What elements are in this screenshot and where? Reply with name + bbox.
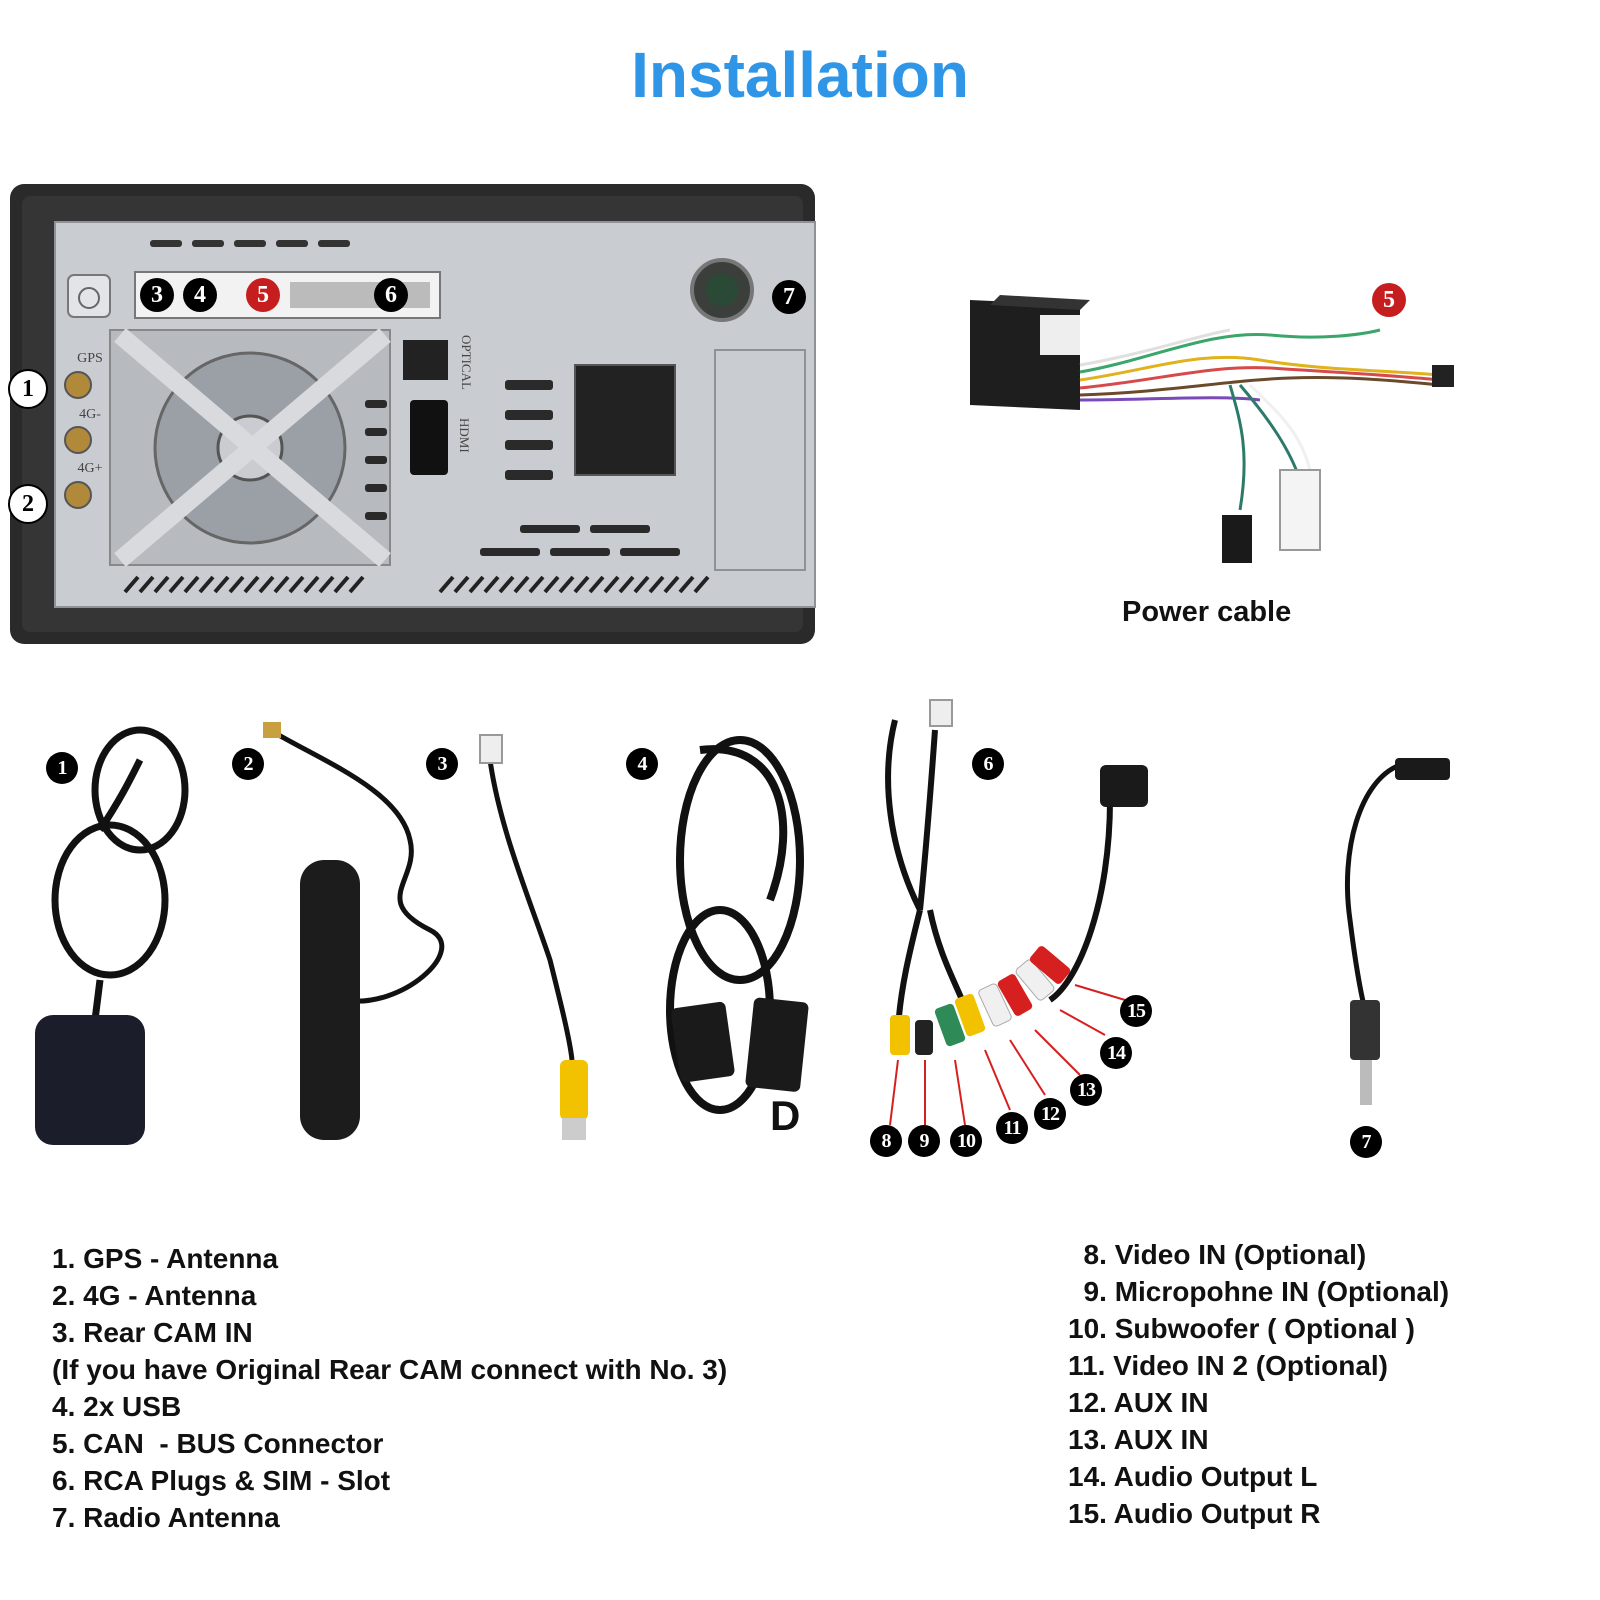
power-cable-callout-5: 5 <box>1372 283 1406 317</box>
head-unit-callout-5: 5 <box>246 278 280 312</box>
legend-item: 13. AUX IN <box>1068 1424 1209 1455</box>
legend-item: 12. AUX IN <box>1068 1387 1209 1418</box>
legend-item: 7. Radio Antenna <box>52 1502 280 1533</box>
rca-callout-13: 13 <box>1070 1074 1102 1106</box>
rca-callout-8: 8 <box>870 1125 902 1157</box>
accessory-callout-3: 3 <box>426 748 458 780</box>
power-cable-caption: Power cable <box>1122 596 1292 628</box>
rca-callout-9: 9 <box>908 1125 940 1157</box>
rca-callout-11: 11 <box>996 1112 1028 1144</box>
accessory-callout-6: 6 <box>972 748 1004 780</box>
legend-item: 5. CAN - BUS Connector <box>52 1428 384 1459</box>
legend-item: 2. 4G - Antenna <box>52 1280 257 1311</box>
legend-item: 10. Subwoofer ( Optional ) <box>1068 1313 1415 1344</box>
rca-callout-15: 15 <box>1120 995 1152 1027</box>
accessory-callout-7: 7 <box>1350 1126 1382 1158</box>
legend-right: 8. Video IN (Optional) 9. Micropohne IN … <box>1068 1236 1449 1532</box>
rca-callout-14: 14 <box>1100 1037 1132 1069</box>
head-unit-callout-7: 7 <box>772 280 806 314</box>
accessory-callout-1: 1 <box>46 752 78 784</box>
head-unit-callout-6: 6 <box>374 278 408 312</box>
optical-port-label: OPTICAL <box>459 335 474 390</box>
legend-item: (If you have Original Rear CAM connect w… <box>52 1354 728 1385</box>
legend-item: 3. Rear CAM IN <box>52 1317 253 1348</box>
accessory-callout-4: 4 <box>626 748 658 780</box>
rca-callout-10: 10 <box>950 1125 982 1157</box>
hdmi-port-label: HDMI <box>457 418 472 453</box>
legend-item: 4. 2x USB <box>52 1391 182 1422</box>
legend-item: 8. Video IN (Optional) <box>1068 1239 1367 1270</box>
4g-minus-port-label: 4G- <box>79 407 101 422</box>
legend-item: 6. RCA Plugs & SIM - Slot <box>52 1465 391 1496</box>
head-unit-callout-1: 1 <box>8 369 48 409</box>
head-unit-callout-2: 2 <box>8 484 48 524</box>
legend-left: 1. GPS - Antenna 2. 4G - Antenna 3. Rear… <box>52 1240 727 1536</box>
page-title: Installation <box>631 39 969 111</box>
legend-item: 9. Micropohne IN (Optional) <box>1068 1276 1450 1307</box>
legend-item: 11. Video IN 2 (Optional) <box>1068 1350 1388 1381</box>
4g-plus-port-label: 4G+ <box>77 461 102 476</box>
gps-port-label: GPS <box>77 351 103 366</box>
accessory-callout-2: 2 <box>232 748 264 780</box>
usb-letter-label: D <box>770 1092 801 1139</box>
legend-item: 1. GPS - Antenna <box>52 1243 279 1274</box>
rca-callout-12: 12 <box>1034 1098 1066 1130</box>
head-unit-callout-3: 3 <box>140 278 174 312</box>
head-unit-callout-4: 4 <box>183 278 217 312</box>
legend-item: 15. Audio Output R <box>1068 1498 1321 1529</box>
legend-item: 14. Audio Output L <box>1068 1461 1318 1492</box>
